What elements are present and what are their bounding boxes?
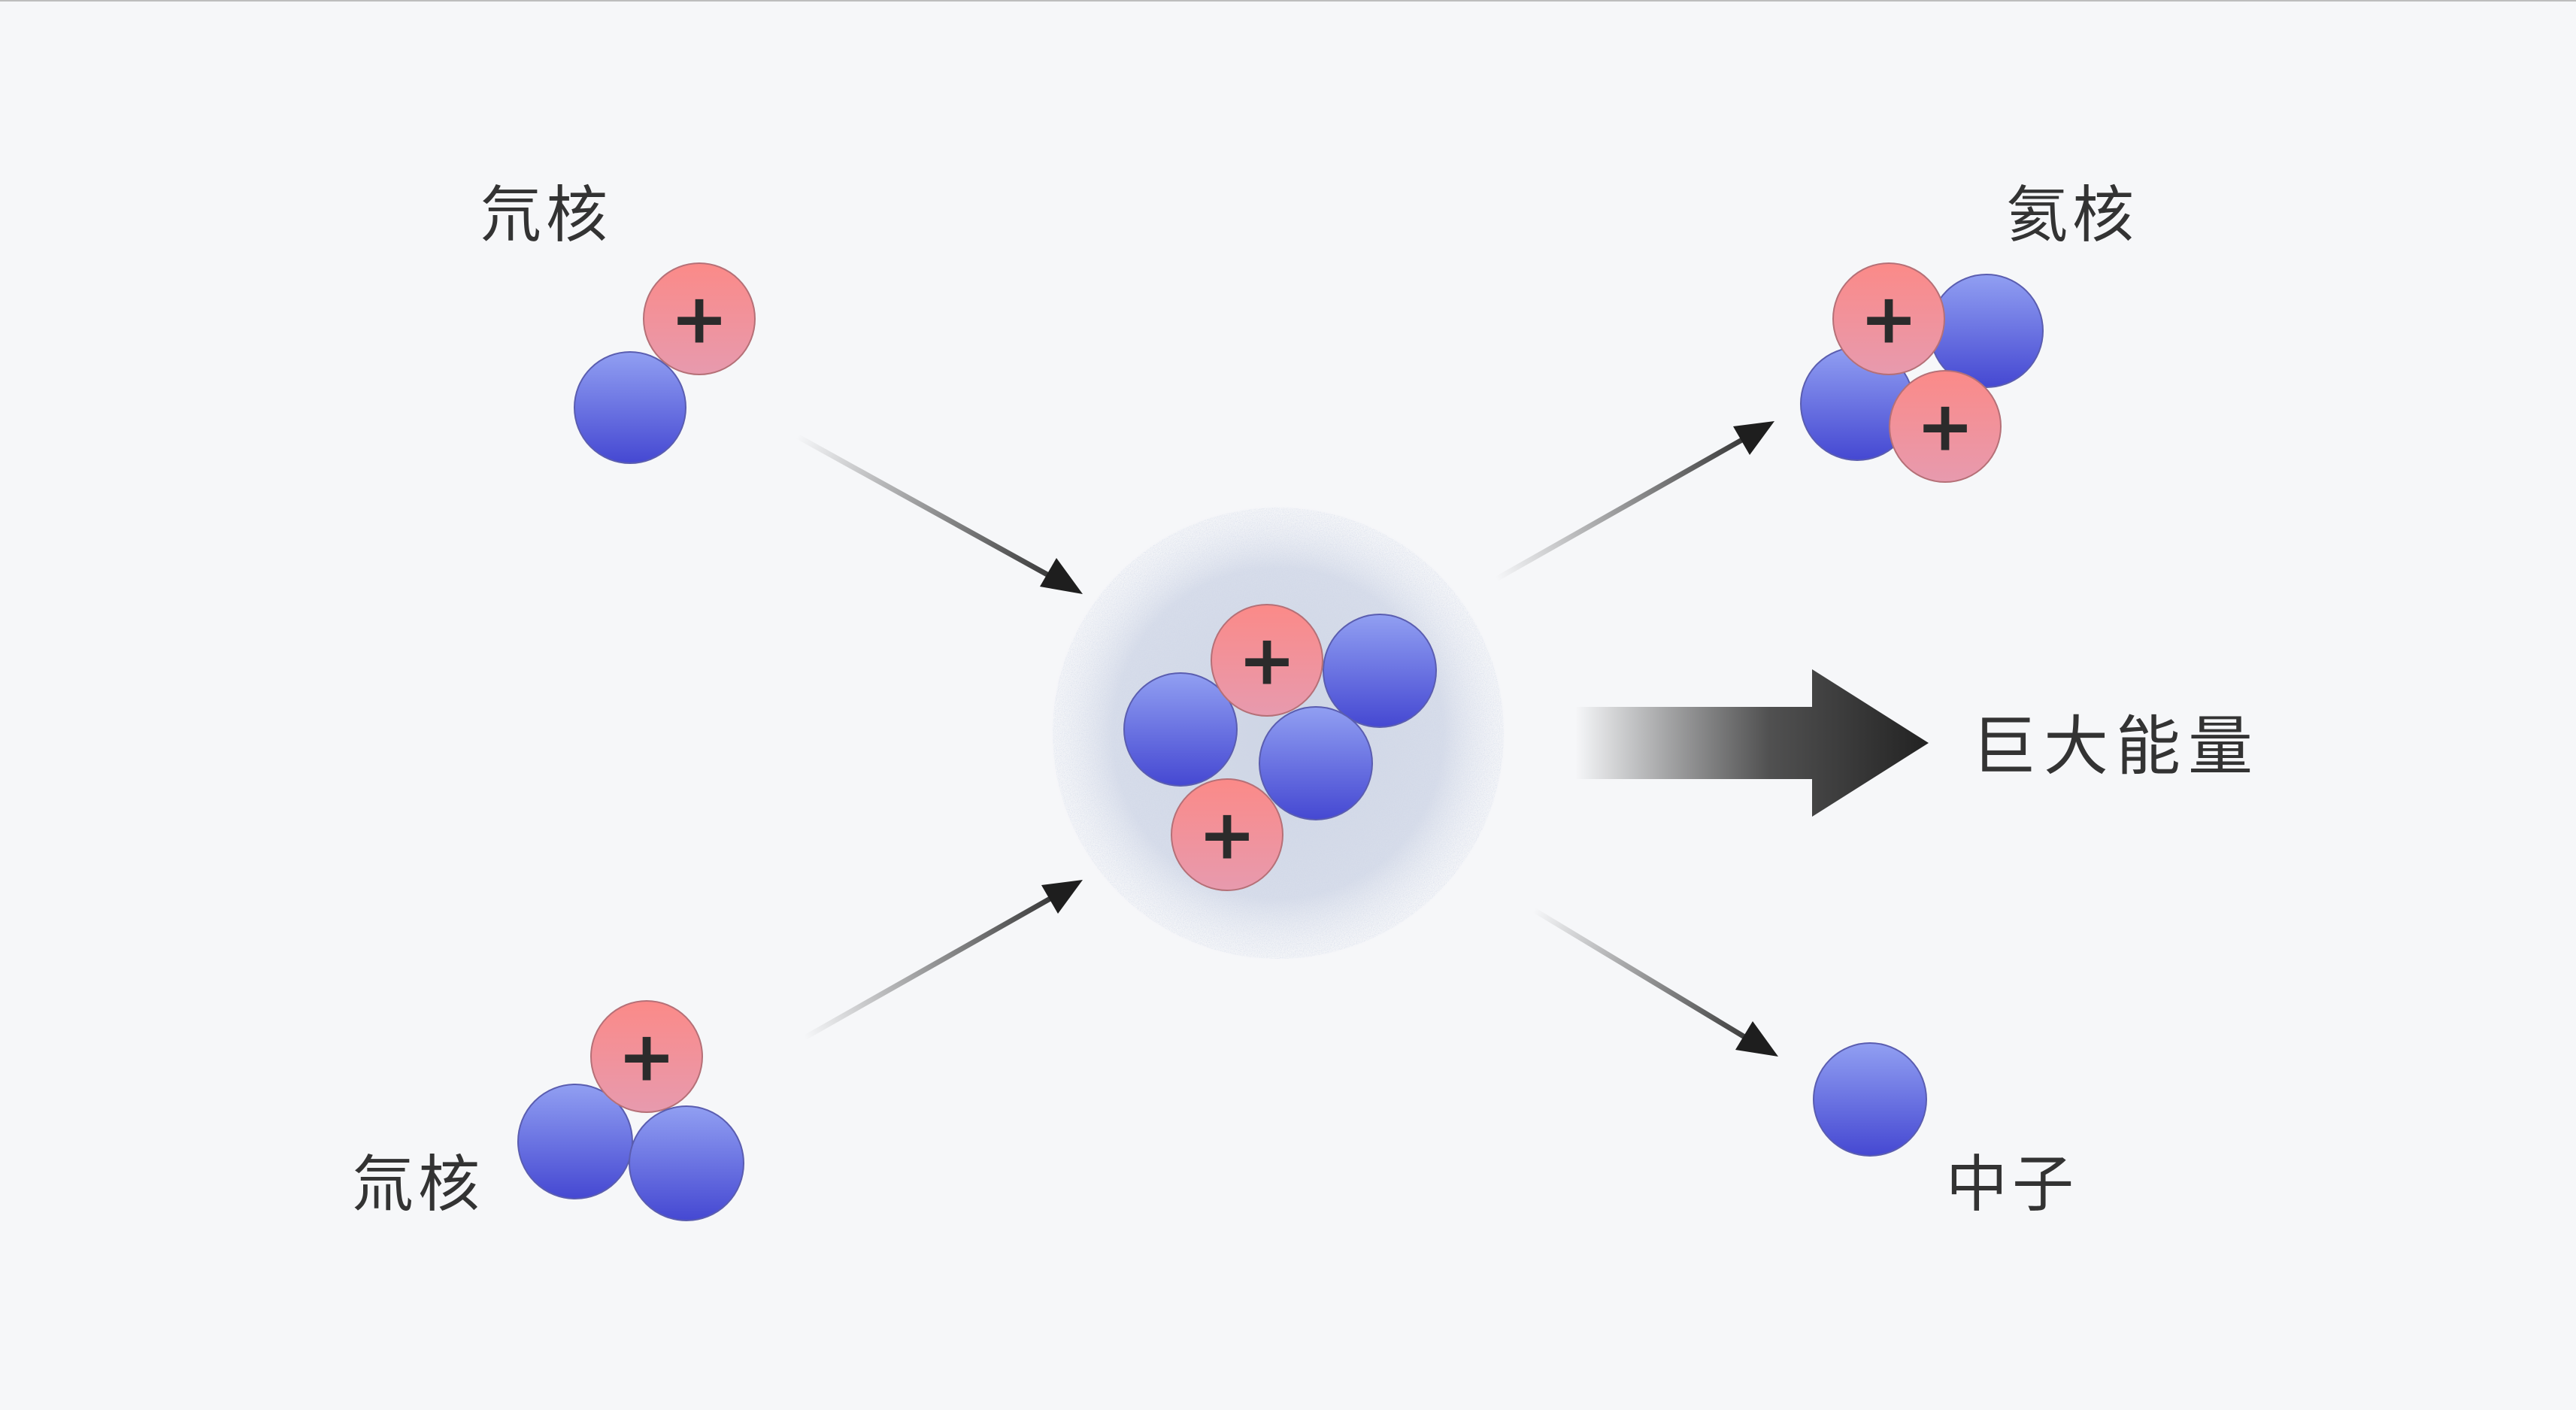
label-tritium: 氚核 (352, 1149, 485, 1220)
tritium-nucleus: + (517, 1000, 744, 1221)
proton-plus-sign: + (1916, 387, 1974, 467)
neutron (1323, 614, 1437, 728)
proton (1832, 262, 1945, 375)
arrow-energy (1575, 669, 1929, 817)
label-deuterium: 氘核 (480, 180, 613, 251)
proton-plus-sign: + (1198, 795, 1256, 875)
arrow-deuterium-in (796, 433, 1083, 594)
proton (590, 1000, 703, 1113)
neutron (517, 1084, 633, 1199)
proton (1211, 604, 1323, 717)
label-helium: 氦核 (2006, 180, 2139, 251)
proton (1171, 778, 1283, 891)
proton (643, 262, 756, 375)
deuterium-nucleus: + (574, 262, 756, 464)
proton-plus-sign: + (1238, 620, 1296, 701)
label-energy: 巨大能量 (1971, 709, 2260, 784)
arrow-tritium-in (803, 880, 1083, 1041)
proton-plus-sign: + (1859, 279, 1917, 359)
proton-plus-sign: + (670, 279, 728, 359)
neutron (574, 351, 686, 464)
free-neutron (1813, 1042, 1927, 1157)
neutron (1123, 672, 1238, 787)
neutron (629, 1105, 744, 1221)
neutron (1813, 1042, 1927, 1157)
proton (1889, 370, 2002, 483)
compound-nucleus: + + (1123, 604, 1437, 891)
neutron (1259, 706, 1373, 820)
helium-nucleus: + + (1800, 262, 2044, 483)
proton-plus-sign: + (617, 1017, 675, 1097)
label-neutron: 中子 (1946, 1149, 2079, 1220)
arrow-helium-out (1495, 421, 1774, 582)
arrow-neutron-out (1532, 908, 1778, 1057)
